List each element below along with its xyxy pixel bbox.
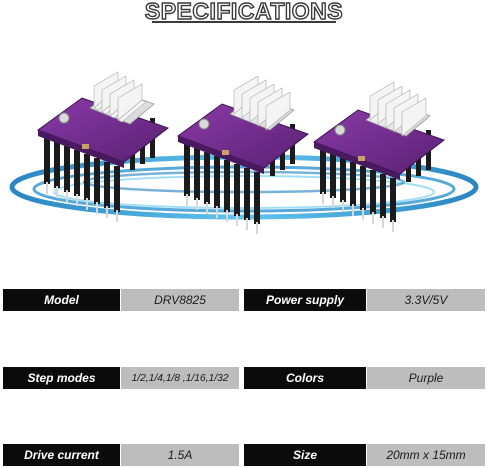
spec-value-power-supply: 3.3V/5V	[367, 289, 485, 311]
stepper-driver-board-icon	[176, 75, 310, 234]
spec-value-model: DRV8825	[121, 289, 239, 311]
title-underline	[152, 21, 336, 23]
page-title: SPECIFICATIONS	[144, 0, 344, 24]
spec-value-size: 20mm x 15mm	[367, 444, 485, 466]
spec-label-colors: Colors	[244, 367, 366, 389]
spec-value-drive-current: 1.5A	[121, 444, 239, 466]
spec-row-step-modes: Step modes 1/2,1/4,1/8 ,1/16,1/32 Colors…	[0, 367, 488, 389]
spec-label-size: Size	[244, 444, 366, 466]
spec-label-power-supply: Power supply	[244, 289, 366, 311]
spec-value-colors: Purple	[367, 367, 485, 389]
spec-label-drive-current: Drive current	[3, 444, 120, 466]
product-illustration	[9, 71, 479, 234]
heatsink-icon	[365, 81, 431, 137]
stepper-driver-board-icon	[312, 81, 446, 232]
heatsink-icon	[229, 75, 295, 131]
stepper-driver-board-icon	[36, 71, 170, 222]
spec-label-step-modes: Step modes	[3, 367, 120, 389]
heatsink-icon	[89, 71, 155, 125]
spec-value-step-modes: 1/2,1/4,1/8 ,1/16,1/32	[121, 367, 239, 389]
spec-label-model: Model	[3, 289, 120, 311]
spec-row-model: Model DRV8825 Power supply 3.3V/5V	[0, 289, 488, 311]
spec-row-drive-current: Drive current 1.5A Size 20mm x 15mm	[0, 444, 488, 466]
